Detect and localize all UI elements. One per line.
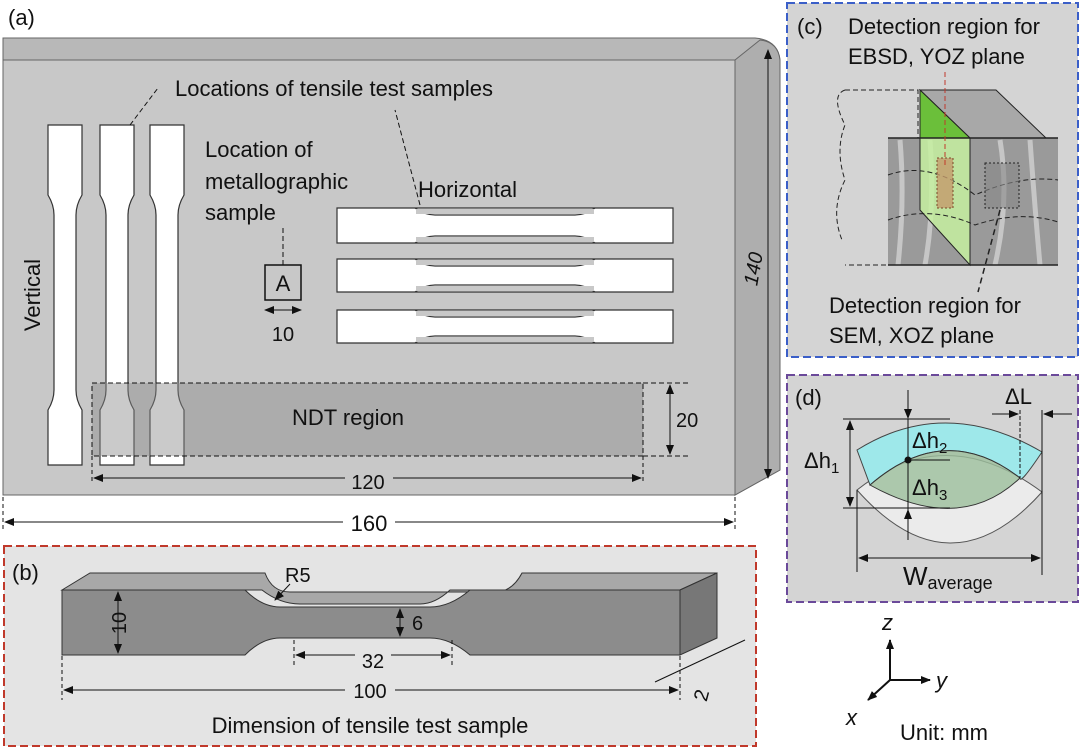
panel-c-label: (c) <box>797 14 823 39</box>
dh2-label: Δh2 <box>912 428 947 457</box>
dim-ndt-height: 20 <box>676 410 698 432</box>
dim-gauge: 32 <box>362 651 384 673</box>
leader-horizontal <box>394 109 421 206</box>
ebsd-label-1: Detection region for <box>848 14 1040 39</box>
locations-label: Locations of tensile test samples <box>175 76 493 101</box>
sem-region <box>984 162 1020 209</box>
panel-d-label: (d) <box>795 385 822 410</box>
vertical-sample-3 <box>149 124 185 466</box>
panel-a: (a) Locations of tensile test samples Lo… <box>2 5 781 536</box>
horizontal-label: Horizontal <box>418 177 517 202</box>
dim-box: 10 <box>272 324 294 346</box>
dl-label: ΔL <box>1005 384 1032 409</box>
dim-ndt-width: 120 <box>351 472 384 494</box>
dim-length: 100 <box>353 681 386 703</box>
horizontal-sample-2 <box>336 258 674 293</box>
dh3-label: Δh3 <box>912 475 947 504</box>
dim-height: 10 <box>109 612 131 634</box>
panel-b: (b) R5 10 6 32 100 2 Dimension of tensil… <box>3 545 757 747</box>
vertical-label: Vertical <box>20 259 45 331</box>
metallo-label-3: sample <box>205 200 276 225</box>
dh1-label: Δh1 <box>804 448 839 477</box>
panel-c: (c) Detection region for EBSD, YOZ plane… <box>786 2 1079 358</box>
axis-z: z <box>881 610 893 635</box>
vertical-sample-1 <box>47 124 83 466</box>
ndt-label: NDT region <box>292 405 404 430</box>
dim-plate-width: 160 <box>351 511 388 536</box>
horizontal-sample-1 <box>336 207 674 244</box>
axis-x: x <box>845 705 858 730</box>
w-label: Waverage <box>903 561 993 593</box>
ebsd-label-2: EBSD, YOZ plane <box>848 44 1025 69</box>
dim-narrow: 6 <box>412 613 423 635</box>
sem-label-1: Detection region for <box>829 293 1021 318</box>
panel-a-label: (a) <box>8 5 35 30</box>
metallo-label-1: Location of <box>205 137 314 162</box>
panel-b-caption: Dimension of tensile test sample <box>212 713 529 738</box>
panel-b-label: (b) <box>12 560 39 585</box>
metallo-label-2: metallographic <box>205 169 348 194</box>
horizontal-sample-3 <box>336 309 674 344</box>
ndt-region <box>91 382 644 457</box>
radius-label: R5 <box>285 565 311 587</box>
panel-d: (d) Δh1 Δh2 Δh3 ΔL Waverage <box>786 374 1079 603</box>
sample-box-label: A <box>276 271 291 296</box>
sem-label-2: SEM, XOZ plane <box>829 323 994 348</box>
unit-label: Unit: mm <box>900 720 988 745</box>
coordinate-axes: z y x Unit: mm <box>845 610 988 745</box>
ebsd-region <box>936 157 954 209</box>
metallographic-sample-box <box>264 264 302 301</box>
sample-side-face <box>679 572 718 656</box>
axis-y: y <box>934 668 949 693</box>
dim-thickness: 2 <box>690 687 714 703</box>
vertical-sample-2 <box>99 124 135 466</box>
